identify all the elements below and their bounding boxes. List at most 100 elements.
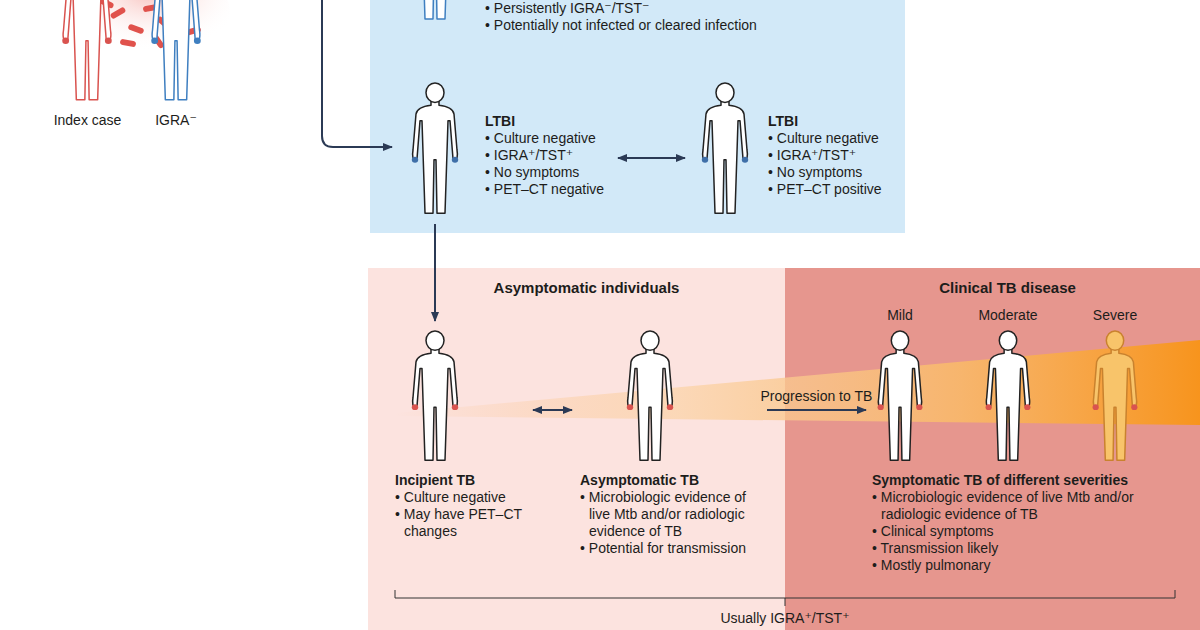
bullet-text: • No symptoms: [485, 164, 615, 181]
uninfected-figure: • Persistently IGRA⁻/TST⁻• Potentially n…: [405, 0, 825, 36]
person-head: [426, 331, 444, 350]
person-hand: [667, 404, 673, 410]
bullet-text: • Culture negative: [768, 130, 898, 147]
index-case-figure: Index case: [40, 0, 135, 132]
person-hand: [62, 38, 69, 44]
person-body: [878, 349, 921, 460]
person-figure: [695, 82, 755, 218]
person-hand: [412, 404, 418, 410]
severity-label: Moderate: [970, 307, 1046, 324]
bacillus: [110, 6, 127, 19]
person-body: [413, 101, 458, 213]
bidirectional-arrow: [618, 157, 685, 159]
person-body: [152, 0, 200, 100]
group-heading: Symptomatic TB of different severities: [872, 472, 1182, 489]
person-hand: [1093, 404, 1099, 410]
mild-tb-figure: Mild: [868, 305, 932, 467]
severe-tb-figure: Severe: [1080, 305, 1150, 467]
bullet-text: • Microbiologic evidence of live Mtb and…: [872, 489, 1137, 523]
igra-negative-figure: IGRA⁻: [148, 0, 204, 132]
incipient-tb-figure: Incipient TB• Culture negative• May have…: [390, 325, 530, 543]
person-hand: [878, 404, 884, 410]
bacillus: [127, 23, 144, 34]
person-hand: [194, 38, 201, 44]
person-hand: [627, 404, 633, 410]
bullet-text: • Transmission likely: [872, 540, 1132, 557]
person-figure: [55, 0, 119, 105]
person-head: [641, 331, 659, 350]
person-body: [628, 349, 673, 460]
state-heading: LTBI: [768, 113, 898, 130]
person-hand: [1024, 404, 1030, 410]
person-body: [1093, 349, 1136, 460]
person-figure: [405, 82, 465, 218]
infection-route-line: [322, 0, 392, 147]
person-body: [63, 0, 111, 100]
person-hand: [452, 404, 458, 410]
person-figure: [979, 330, 1037, 465]
progression-wedge: [395, 340, 1200, 425]
progression-arrow: [434, 224, 436, 321]
bullet-text: • Potential for transmission: [580, 540, 765, 557]
igra-bracket: [395, 590, 1175, 606]
person-figure: [405, 330, 465, 465]
ltbi-figure: LTBI• Culture negative• IGRA⁺/TST⁺• No s…: [688, 80, 898, 220]
person-hand: [702, 157, 708, 163]
person-hand: [412, 157, 418, 163]
moderate-tb-figure: Moderate: [970, 305, 1046, 467]
bracket-label: Usually IGRA⁺/TST⁺: [685, 610, 885, 627]
person-hand: [742, 157, 748, 163]
state-heading: LTBI: [485, 113, 615, 130]
person-body: [413, 0, 458, 19]
person-hand: [105, 38, 112, 44]
bullet-text: • Culture negative: [485, 130, 615, 147]
person-head: [716, 83, 734, 102]
progression-arrow: [767, 409, 866, 411]
bullet-text: • PET–CT negative: [485, 181, 615, 198]
bullet-text: • No symptoms: [768, 164, 898, 181]
person-figure: [405, 0, 465, 24]
ltbi-figure: LTBI• Culture negative• IGRA⁺/TST⁺• No s…: [400, 80, 615, 220]
bullet-text: • May have PET–CT changes: [395, 506, 530, 540]
person-body: [703, 101, 748, 213]
figure-label: Index case: [40, 112, 135, 129]
person-figure: [144, 0, 208, 105]
bullet-text: • IGRA⁺/TST⁺: [485, 147, 615, 164]
person-body: [413, 349, 458, 460]
bullet-text: • Microbiologic evidence of live Mtb and…: [580, 489, 760, 540]
person-figure: [871, 330, 929, 465]
asymptomatic-tb-figure: Asymptomatic TB• Microbiologic evidence …: [575, 325, 765, 565]
state-heading: Asymptomatic TB: [580, 472, 765, 489]
bacteria-cloud: [0, 0, 260, 80]
bullet-text: • Potentially not infected or cleared in…: [485, 17, 825, 34]
person-figure: [1086, 330, 1144, 465]
bullet-text: • Mostly pulmonary: [872, 557, 1132, 574]
person-hand: [151, 38, 158, 44]
band-heading: Asymptomatic individuals: [388, 279, 785, 296]
bullet-text: • Persistently IGRA⁻/TST⁻: [485, 0, 825, 17]
bullet-text: • PET–CT positive: [768, 181, 898, 198]
clinical-band: Clinical TB diseaseMild Moderate Severe: [785, 268, 1200, 630]
person-head: [426, 83, 444, 102]
band-heading: Clinical TB disease: [815, 279, 1200, 296]
person-hand: [916, 404, 922, 410]
person-hand: [986, 404, 992, 410]
bidirectional-arrow: [533, 409, 572, 411]
person-figure: [620, 330, 680, 465]
figure-label: IGRA⁻: [148, 112, 204, 129]
person-head: [891, 331, 908, 350]
state-heading: Incipient TB: [395, 472, 530, 489]
person-head: [999, 331, 1016, 350]
person-hand: [1131, 404, 1137, 410]
person-body: [986, 349, 1029, 460]
severity-label: Severe: [1080, 307, 1150, 324]
severity-label: Mild: [868, 307, 932, 324]
bullet-text: • Clinical symptoms: [872, 523, 1132, 540]
person-hand: [452, 157, 458, 163]
person-head: [1106, 331, 1123, 350]
bullet-text: • IGRA⁺/TST⁺: [768, 147, 898, 164]
asymptomatic-band: Asymptomatic individualsIncipient TB• Cu…: [368, 268, 785, 630]
bacillus: [120, 39, 137, 48]
edge-label: Progression to TB: [761, 388, 873, 405]
